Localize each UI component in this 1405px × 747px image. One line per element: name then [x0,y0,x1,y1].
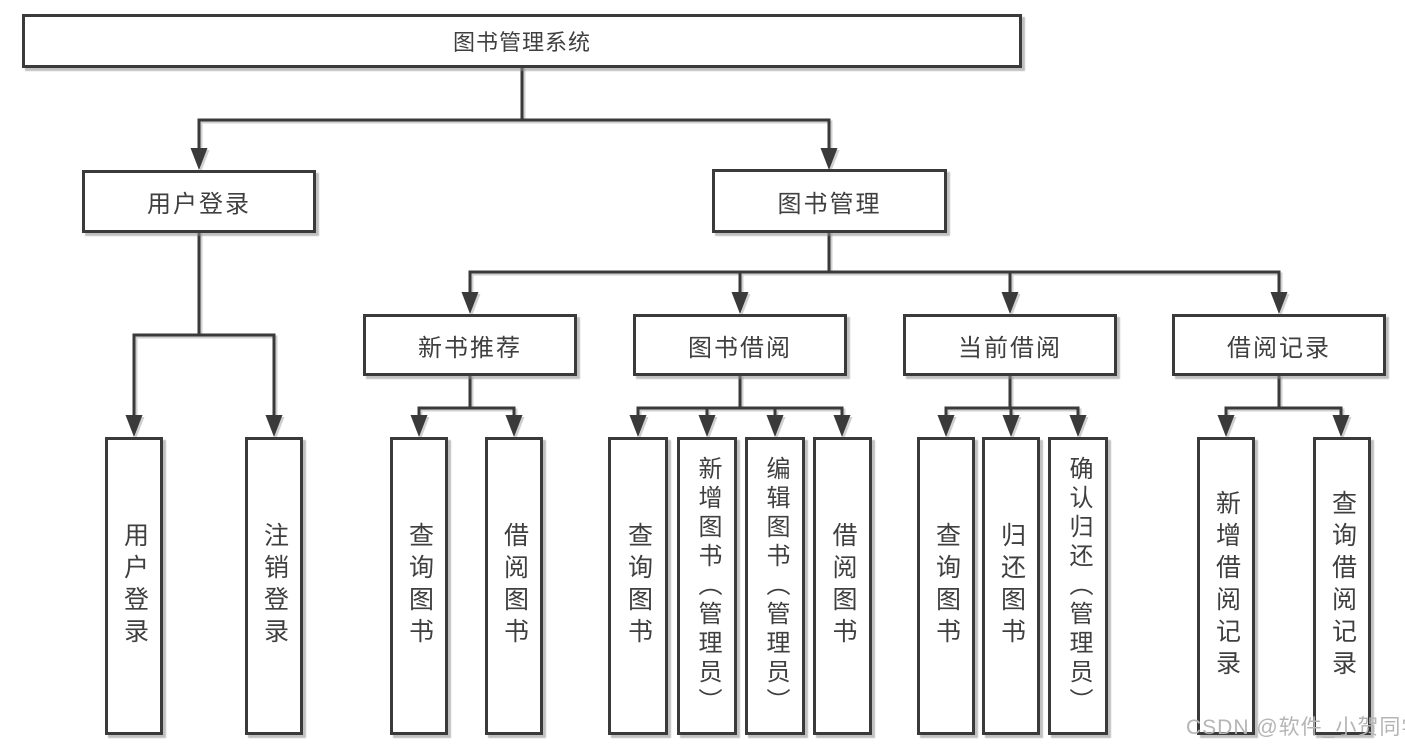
arrow-down-icon [505,415,523,437]
arrow-down-icon [461,292,479,314]
arrow-down-icon [731,292,749,314]
node-label: 新增借阅记录 [1212,490,1241,682]
node-label: 借阅记录 [1227,334,1331,362]
node-label: 归还图书 [997,522,1026,650]
arrow-down-icon [1332,415,1350,437]
node-label: 新书推荐 [418,334,522,362]
leaf-user-login: 用户登录 [105,437,163,735]
watermark-text: CSDN @软件_小贺同学 [1186,716,1405,739]
arrow-down-icon [766,415,784,437]
node-label: 用户登录 [147,191,251,218]
leaf-return-books: 归还图书 [982,437,1040,735]
leaf-confirm-return-admin: 确认归还（管理员） [1048,437,1108,735]
leaf-query-books-3: 查询图书 [917,437,975,735]
node-root: 图书管理系统 [22,14,1022,68]
arrow-down-icon [1270,292,1288,314]
arrow-down-icon [698,415,716,437]
node-user-login: 用户登录 [82,170,316,233]
node-label: 查询图书 [405,522,434,650]
node-label: 借阅图书 [500,522,529,650]
node-label: 用户登录 [120,522,149,650]
arrow-down-icon [190,148,208,170]
arrow-down-icon [937,415,955,437]
node-label: 查询图书 [624,522,653,650]
leaf-query-books-1: 查询图书 [390,437,448,735]
node-label: 借阅图书 [829,522,857,650]
node-label: 新增图书（管理员） [694,455,721,717]
connector-paths [132,65,1343,421]
arrow-down-icon [265,415,283,437]
node-book-borrowing: 图书借阅 [633,314,847,376]
arrowheads [125,148,1350,437]
leaf-edit-book-admin: 编辑图书（管理员） [745,437,805,735]
node-new-book-recommend: 新书推荐 [363,314,577,376]
node-borrow-records: 借阅记录 [1172,314,1386,376]
leaf-add-borrow-record: 新增借阅记录 [1197,437,1255,735]
node-label: 查询图书 [932,522,961,650]
node-label: 当前借阅 [958,334,1062,362]
arrow-down-icon [1001,292,1019,314]
node-label: 注销登录 [260,522,289,650]
leaf-add-book-admin: 新增图书（管理员） [677,437,737,735]
leaf-logout: 注销登录 [245,437,303,735]
arrow-down-icon [1069,415,1087,437]
arrow-down-icon [1002,415,1020,437]
arrow-down-icon [1217,415,1235,437]
node-current-borrowing: 当前借阅 [903,314,1117,376]
leaf-borrow-books-1: 借阅图书 [485,437,543,735]
arrow-down-icon [833,415,851,437]
leaf-query-books-2: 查询图书 [608,437,668,735]
arrow-down-icon [125,415,143,437]
node-label: 编辑图书（管理员） [762,455,789,717]
node-label: 图书管理系统 [452,30,591,55]
leaf-query-borrow-record: 查询借阅记录 [1313,437,1371,735]
node-label: 图书管理 [777,190,882,218]
leaf-borrow-books-2: 借阅图书 [813,437,872,735]
node-book-management: 图书管理 [712,169,947,233]
node-label: 查询借阅记录 [1328,490,1357,682]
arrow-down-icon [820,148,838,170]
node-label: 确认归还（管理员） [1065,455,1092,717]
node-label: 图书借阅 [688,334,792,362]
arrow-down-icon [410,415,428,437]
arrow-down-icon [629,415,647,437]
